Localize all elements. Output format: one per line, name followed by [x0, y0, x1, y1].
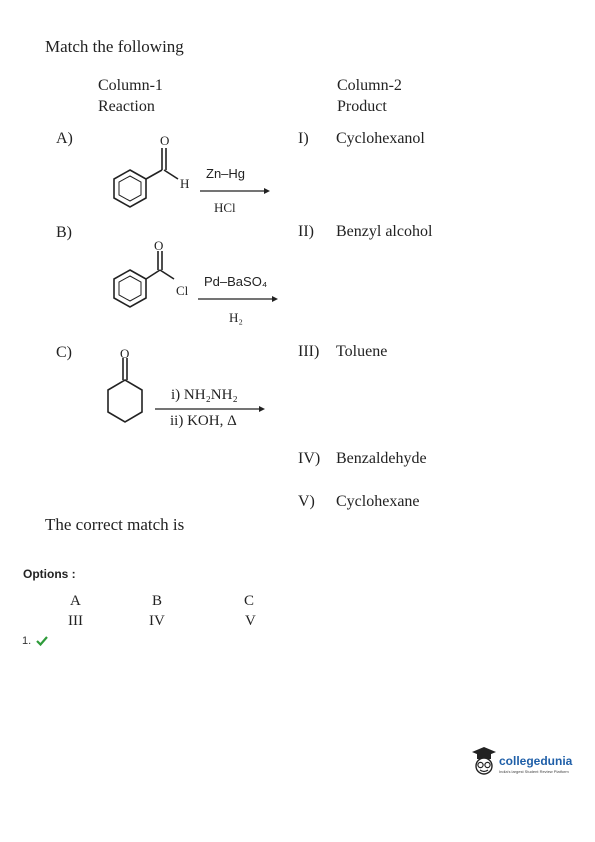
question-prompt: The correct match is — [45, 515, 185, 534]
product-2-name: Benzyl alcohol — [336, 223, 433, 240]
column1-header: Column-1 — [98, 77, 163, 94]
benzaldehyde-structure — [100, 130, 220, 220]
logo-tagline: India's largest Student Review Platform — [499, 769, 569, 774]
product-5-number: V) — [298, 493, 315, 510]
benzoyl-chloride-structure — [100, 238, 220, 328]
reaction-c-reagent-top: i) NH₂NH₂ — [171, 387, 238, 403]
option-1-col-a-value: III — [68, 613, 83, 629]
product-4-number: IV) — [298, 450, 321, 467]
reaction-a-hydrogen: H — [180, 176, 190, 191]
column1-subheader: Reaction — [98, 98, 155, 115]
reaction-b-label: B) — [56, 224, 72, 241]
reaction-a-reagent-bottom: HCl — [214, 200, 236, 215]
reaction-c-oxygen: O — [120, 346, 130, 361]
column2-header: Column-2 — [337, 77, 402, 94]
reaction-b-reagent-bottom: H₂ — [229, 310, 243, 325]
product-3-number: III) — [298, 343, 320, 360]
product-4-name: Benzaldehyde — [336, 450, 427, 467]
option-1-number: 1. — [22, 635, 32, 647]
option-1-col-b-header: B — [152, 593, 163, 609]
instruction: Match the following — [45, 37, 184, 56]
reaction-c-reagent-bottom: ii) KOH, Δ — [170, 413, 237, 429]
graduation-mascot-icon — [472, 747, 496, 776]
option-1-col-a-header: A — [70, 593, 81, 609]
product-1-name: Cyclohexanol — [336, 130, 425, 147]
product-3-name: Toluene — [336, 343, 388, 360]
column2-subheader: Product — [337, 98, 387, 115]
options-heading: Options : — [23, 567, 76, 581]
reaction-b-oxygen: O — [154, 238, 164, 253]
product-1-number: I) — [298, 130, 309, 147]
cyclohexanone-structure — [95, 350, 155, 440]
reaction-b-arrow — [198, 296, 278, 302]
reaction-c-arrow — [155, 406, 265, 412]
reaction-b-reagent-top: Pd–BaSO₄ — [204, 274, 268, 289]
option-1-col-b-value: IV — [149, 613, 165, 629]
product-2-number: II) — [298, 223, 314, 240]
reaction-a-oxygen: O — [160, 133, 170, 148]
option-1-col-c-value: V — [245, 613, 256, 629]
check-mark-icon — [36, 636, 48, 646]
reaction-a-reagent-top: Zn–Hg — [206, 166, 246, 181]
reaction-c-label: C) — [56, 344, 72, 361]
reaction-b-chlorine: Cl — [176, 283, 189, 298]
option-1-col-c-header: C — [244, 593, 255, 609]
product-5-name: Cyclohexane — [336, 493, 420, 510]
logo-wordmark: collegedunia — [499, 754, 573, 768]
reaction-a-arrow — [200, 188, 270, 194]
reaction-a-label: A) — [56, 130, 73, 147]
